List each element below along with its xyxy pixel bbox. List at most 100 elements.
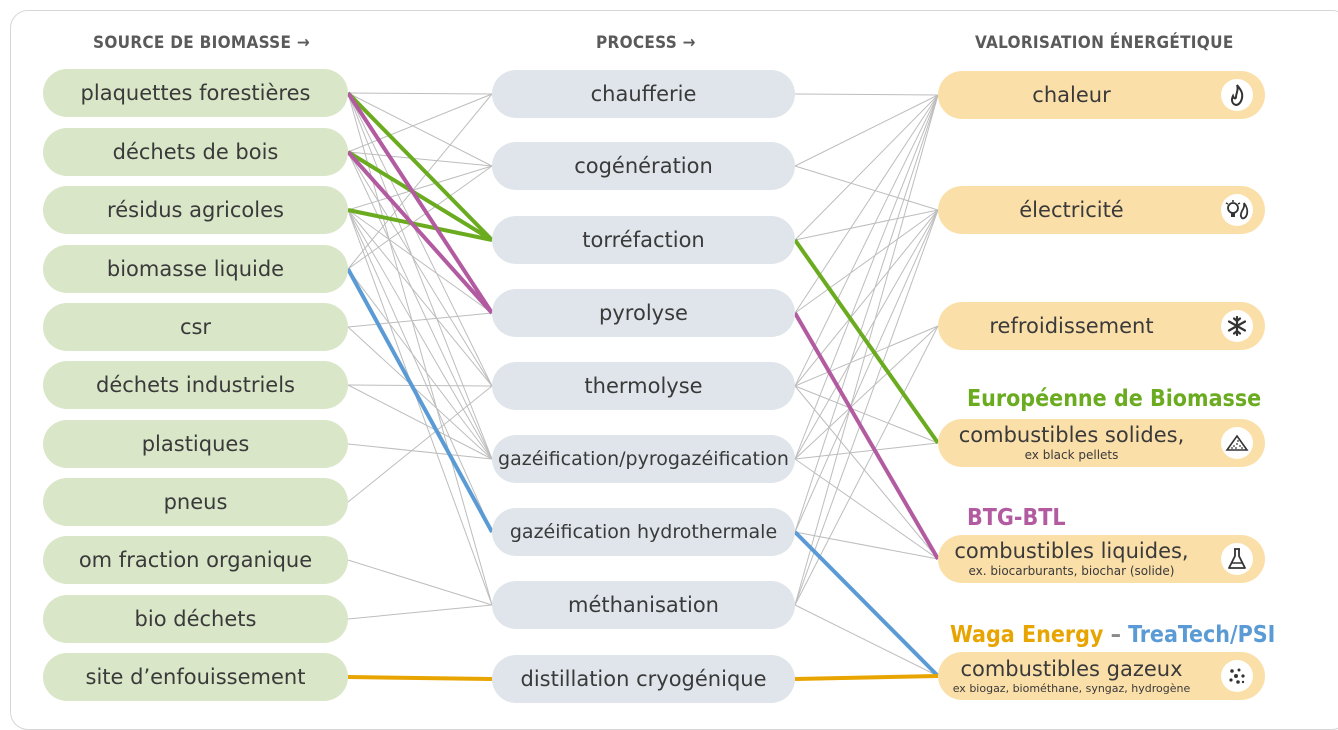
company-waga-energy: Waga Energy bbox=[950, 622, 1104, 648]
source-dechets-industriels: déchets industriels bbox=[43, 361, 348, 409]
link-process-output bbox=[794, 93, 939, 96]
highlight-link-europeenne_green bbox=[793, 238, 940, 445]
link-process-output bbox=[794, 604, 939, 677]
header-outputs: VALORISATION ÉNERGÉTIQUE bbox=[975, 33, 1234, 53]
company-treatech-psi: TreaTech/PSI bbox=[1128, 622, 1276, 648]
process-cogeneration: cogénération bbox=[492, 142, 795, 190]
link-source-process bbox=[347, 92, 493, 95]
link-source-process bbox=[347, 151, 493, 167]
source-bio-dechets: bio déchets bbox=[43, 595, 348, 643]
source-plastiques: plastiques bbox=[43, 420, 348, 468]
pellet-pile-icon bbox=[1221, 427, 1253, 459]
output-combustibles-solides-label: combustibles solides, bbox=[958, 423, 1185, 447]
highlight-link-europeenne_green bbox=[346, 150, 494, 242]
link-process-output bbox=[794, 165, 939, 211]
link-source-process bbox=[347, 92, 493, 167]
link-source-process bbox=[347, 165, 493, 211]
connection-lines bbox=[346, 91, 940, 681]
link-process-output bbox=[794, 94, 939, 387]
link-process-output bbox=[794, 94, 939, 314]
process-distillation-cryogenique: distillation cryogénique bbox=[492, 655, 795, 703]
source-om-fraction-organique: om fraction organique bbox=[43, 536, 348, 584]
link-process-output bbox=[794, 325, 939, 387]
link-source-process bbox=[347, 209, 493, 606]
source-biomasse-liquide: biomasse liquide bbox=[43, 245, 348, 293]
highlight-link-btg_purple bbox=[346, 91, 494, 315]
link-process-output bbox=[794, 325, 939, 460]
link-source-process bbox=[347, 209, 493, 533]
process-thermolyse: thermolyse bbox=[492, 362, 795, 410]
link-source-process bbox=[347, 443, 493, 460]
link-process-output bbox=[794, 442, 939, 460]
output-combustibles-liquides-label: combustibles liquides, bbox=[954, 539, 1189, 563]
source-residus-agricoles: résidus agricoles bbox=[43, 186, 348, 234]
link-source-process bbox=[347, 559, 493, 606]
link-process-output bbox=[794, 209, 939, 533]
highlight-link-treatech_blue bbox=[793, 530, 940, 678]
link-source-process bbox=[347, 165, 493, 270]
source-site-enfouissement: site d’enfouissement bbox=[43, 653, 348, 701]
process-pyrolyse: pyrolyse bbox=[492, 289, 795, 337]
highlight-link-waga_yellow bbox=[347, 675, 493, 681]
output-chaleur-label: chaleur bbox=[1032, 82, 1111, 107]
process-chaufferie: chaufferie bbox=[492, 70, 795, 118]
process-gazeification-pyrogazeification: gazéification/pyrogazéification bbox=[492, 435, 795, 483]
highlight-link-waga_yellow bbox=[794, 674, 939, 681]
output-combustibles-gazeux-sub: ex biogaz, biométhane, syngaz, hydrogène bbox=[952, 681, 1191, 695]
link-source-process bbox=[347, 384, 493, 387]
link-source-process bbox=[347, 209, 493, 314]
source-csr: csr bbox=[43, 303, 348, 351]
link-source-process bbox=[347, 384, 493, 460]
output-refroidissement: refroidissement bbox=[938, 302, 1265, 350]
link-process-output bbox=[794, 94, 939, 167]
output-refroidissement-label: refroidissement bbox=[989, 313, 1154, 338]
link-process-output bbox=[794, 385, 939, 444]
process-torrefaction: torréfaction bbox=[492, 216, 795, 264]
flame-icon bbox=[1221, 79, 1253, 111]
link-source-process bbox=[347, 326, 493, 460]
link-process-output bbox=[794, 209, 939, 460]
link-process-output bbox=[794, 209, 939, 314]
highlight-link-europeenne_green bbox=[346, 91, 494, 242]
link-process-output bbox=[794, 531, 939, 560]
highlight-link-btg_purple bbox=[346, 150, 494, 315]
link-source-process bbox=[347, 93, 493, 270]
snowflake-icon bbox=[1221, 310, 1253, 342]
link-process-output bbox=[794, 458, 939, 560]
output-electricite-label: électricité bbox=[1019, 197, 1124, 222]
output-combustibles-solides-sub: ex black pellets bbox=[1024, 448, 1119, 462]
link-source-process bbox=[347, 268, 493, 460]
highlight-link-btg_purple bbox=[793, 311, 940, 561]
link-source-process bbox=[347, 93, 493, 153]
output-combustibles-liquides: combustibles liquides,ex. biocarburants,… bbox=[938, 535, 1265, 583]
output-chaleur: chaleur bbox=[938, 71, 1265, 119]
link-process-output bbox=[794, 94, 939, 460]
output-electricite: électricité bbox=[938, 186, 1265, 234]
link-process-output bbox=[794, 209, 939, 606]
header-process: PROCESS → bbox=[596, 33, 696, 53]
link-source-process bbox=[347, 92, 493, 387]
company-btg-btl: BTG-BTL bbox=[967, 505, 1066, 531]
link-process-output bbox=[794, 94, 939, 241]
output-combustibles-liquides-sub: ex. biocarburants, biochar (solide) bbox=[968, 564, 1175, 578]
output-combustibles-solides: combustibles solides,ex black pellets bbox=[938, 419, 1265, 467]
source-dechets-de-bois: déchets de bois bbox=[43, 128, 348, 176]
output-combustibles-gazeux-label: combustibles gazeux bbox=[960, 656, 1183, 681]
process-methanisation: méthanisation bbox=[492, 581, 795, 629]
source-pneus: pneus bbox=[43, 478, 348, 526]
flask-icon bbox=[1221, 543, 1253, 575]
link-process-output bbox=[794, 209, 939, 241]
link-source-process bbox=[347, 312, 493, 328]
link-process-output bbox=[794, 385, 939, 560]
link-source-process bbox=[347, 151, 493, 387]
company-dash: – bbox=[1110, 622, 1121, 648]
link-source-process bbox=[347, 92, 493, 606]
link-process-output bbox=[794, 94, 939, 533]
company-europeenne-de-biomasse: Européenne de Biomasse bbox=[967, 386, 1262, 412]
company-waga-treatech: Waga Energy – TreaTech/PSI bbox=[950, 622, 1275, 648]
link-source-process bbox=[347, 385, 493, 503]
source-plaquettes-forestieres: plaquettes forestières bbox=[43, 69, 348, 117]
link-process-output bbox=[794, 94, 939, 606]
lightbulb-flame-icon bbox=[1221, 194, 1253, 226]
